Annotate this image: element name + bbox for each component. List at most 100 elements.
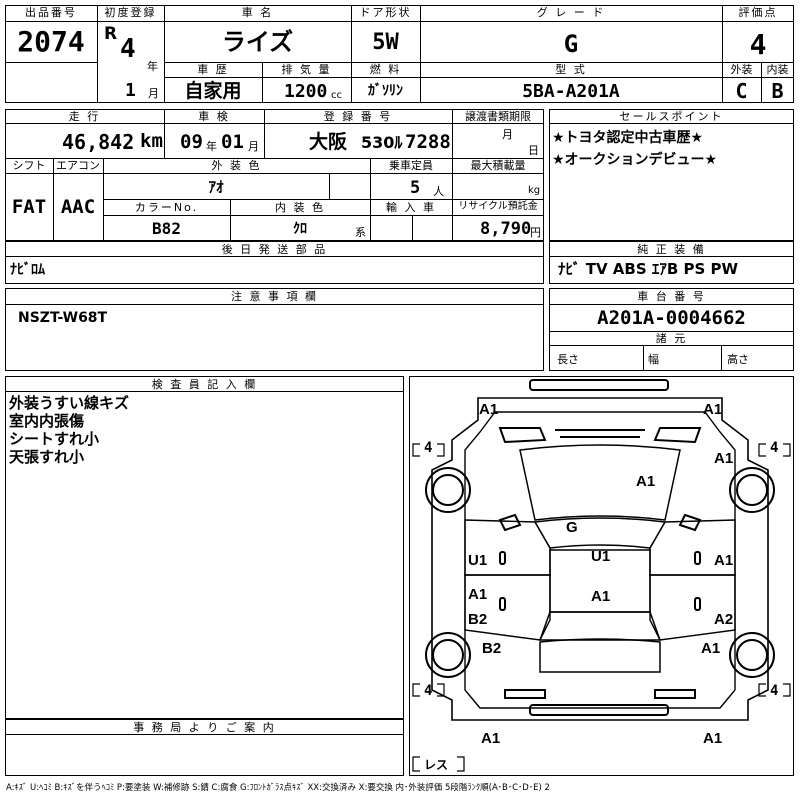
notes-label: 注 意 事 項 欄 <box>231 290 318 303</box>
mark-front-door-left: U1 <box>468 552 488 569</box>
chassis-label: 車 台 番 号 <box>637 290 706 303</box>
history-label: 車 歴 <box>197 63 229 76</box>
lot-number: 2074 <box>17 25 85 58</box>
ext-color: ｱｵ <box>208 178 224 196</box>
later-parts-label: 後 日 発 送 部 品 <box>221 243 328 256</box>
ext-label: 外装 <box>730 63 753 76</box>
inspector-line-3: シートすれ小 <box>9 430 100 448</box>
model-code: 5BA-A201A <box>522 81 620 102</box>
dims-label: 諸 元 <box>655 332 688 345</box>
notes: NSZT-W68T <box>18 310 108 326</box>
sales-point-2: ★オークションデビュー★ <box>552 152 718 168</box>
inspector-label: 検 査 員 記 入 欄 <box>151 378 258 391</box>
reg-month: 1 <box>125 80 136 101</box>
import-label: 輸 入 車 <box>386 201 436 214</box>
insp-month-unit: 月 <box>248 140 259 153</box>
door-label: ドア形状 <box>359 6 412 19</box>
car-diagram-box <box>409 376 794 776</box>
color-no-label: カラーNo. <box>134 201 199 214</box>
details-section <box>5 109 544 241</box>
mark-windshield: G <box>566 519 578 536</box>
tire-front-left: 4 <box>424 440 433 456</box>
plate-area: 大阪 <box>309 131 348 153</box>
equipment-box <box>549 241 794 284</box>
mark-front-bumper-left: A1 <box>479 401 499 418</box>
plate-class: 530ﾙ <box>361 133 403 152</box>
inspector-line-2: 室内内張傷 <box>9 412 85 430</box>
score-label: 評価点 <box>738 6 778 19</box>
tire-rear-left: 4 <box>424 683 433 699</box>
mark-rear-quarter-left: B2 <box>482 640 502 657</box>
int-grade: B <box>771 79 784 103</box>
sales-point-1: ★トヨタ認定中古車歴★ <box>552 130 704 146</box>
int-label: 内装 <box>766 63 789 76</box>
reg-number-label: 登 録 番 号 <box>323 110 393 123</box>
recycle-label: リサイクル預託金 <box>458 201 538 212</box>
capacity-label: 乗車定員 <box>389 159 433 172</box>
int-color: ｸﾛ <box>293 221 307 237</box>
mark-front-bumper-right: A1 <box>703 401 723 418</box>
mileage-unit: km <box>140 130 163 152</box>
chassis-box <box>549 288 794 371</box>
plate-number: 7288 <box>405 131 451 153</box>
mark-rear-door-left: A1 <box>468 586 488 603</box>
displacement-label: 排 気 量 <box>281 63 332 76</box>
mark-front-door-right: A1 <box>714 552 734 569</box>
color-no: B82 <box>152 219 181 238</box>
mark-roof: U1 <box>591 548 611 565</box>
office-box <box>5 719 404 776</box>
year-unit: 年 <box>147 60 158 73</box>
displacement-unit: cc <box>331 90 342 101</box>
history: 自家用 <box>184 80 242 102</box>
mark-hood: A1 <box>636 473 656 490</box>
legend: A:ｷｽﾞ U:ﾍｺﾐ B:ｷｽﾞを伴うﾍｺﾐ P:要塗装 W:補修跡 S:錆 … <box>6 783 550 793</box>
capacity-unit: 人 <box>433 185 444 198</box>
length-label: 長さ <box>557 353 579 366</box>
mark-rear-bumper-right: A1 <box>703 730 723 747</box>
fuel-label: 燃 料 <box>369 63 402 76</box>
displacement: 1200 <box>284 81 328 102</box>
mark-rear-quarter-left-top: B2 <box>468 611 488 628</box>
model-label: 型 式 <box>555 63 587 76</box>
header-section <box>5 5 794 103</box>
tire-front-right: 4 <box>770 440 779 456</box>
max-load-unit: kg <box>528 185 541 196</box>
ext-grade: C <box>735 79 748 103</box>
recycle-fee: 8,790 <box>480 219 532 239</box>
office-label: 事 務 局 よ り ご 案 内 <box>133 721 276 734</box>
spare-tire: レス <box>424 758 449 772</box>
shift: FAT <box>11 196 47 218</box>
door-type: 5W <box>372 30 399 55</box>
inspector-line-4: 天張すれ小 <box>9 448 85 466</box>
int-color-suffix: 系 <box>355 226 366 239</box>
later-parts-box <box>5 241 544 284</box>
mark-rear-quarter-right: A1 <box>701 640 721 657</box>
first-reg-label: 初度登録 <box>104 6 157 19</box>
inspection-label: 車 検 <box>198 110 230 123</box>
mark-rear-door-right: A2 <box>714 611 734 628</box>
shift-label: シフト <box>12 159 46 172</box>
inspection-month: 01 <box>221 131 244 153</box>
lot-label: 出品番号 <box>25 6 77 19</box>
car-name-label: 車 名 <box>241 6 274 19</box>
later-parts: ﾅﾋﾞﾛﾑ <box>10 262 45 278</box>
reg-year: 4 <box>120 34 136 64</box>
tire-rear-right: 4 <box>770 683 779 699</box>
inspector-line-1: 外装うすい線キズ <box>9 394 130 412</box>
ac-label: エアコン <box>56 159 100 172</box>
score: 4 <box>749 28 767 61</box>
recycle-unit: 円 <box>530 226 541 239</box>
capacity: 5 <box>410 178 421 198</box>
mileage: 46,842 <box>62 130 135 154</box>
transfer-month: 月 <box>502 128 513 141</box>
era: R <box>104 24 118 44</box>
max-load-label: 最大積載量 <box>470 159 526 172</box>
grade-label: グ レ ー ド <box>536 6 606 19</box>
equipment-label: 純 正 装 備 <box>637 243 706 256</box>
int-color-label: 内 装 色 <box>275 201 325 214</box>
transfer-label: 譲渡書類期限 <box>465 110 531 123</box>
mark-rear-bumper-left: A1 <box>481 730 501 747</box>
fuel: ｶﾞｿﾘﾝ <box>368 83 403 99</box>
transfer-day: 日 <box>528 144 539 157</box>
equipment: ﾅﾋﾞ TV ABS ｴｱB PS PW <box>558 260 739 278</box>
